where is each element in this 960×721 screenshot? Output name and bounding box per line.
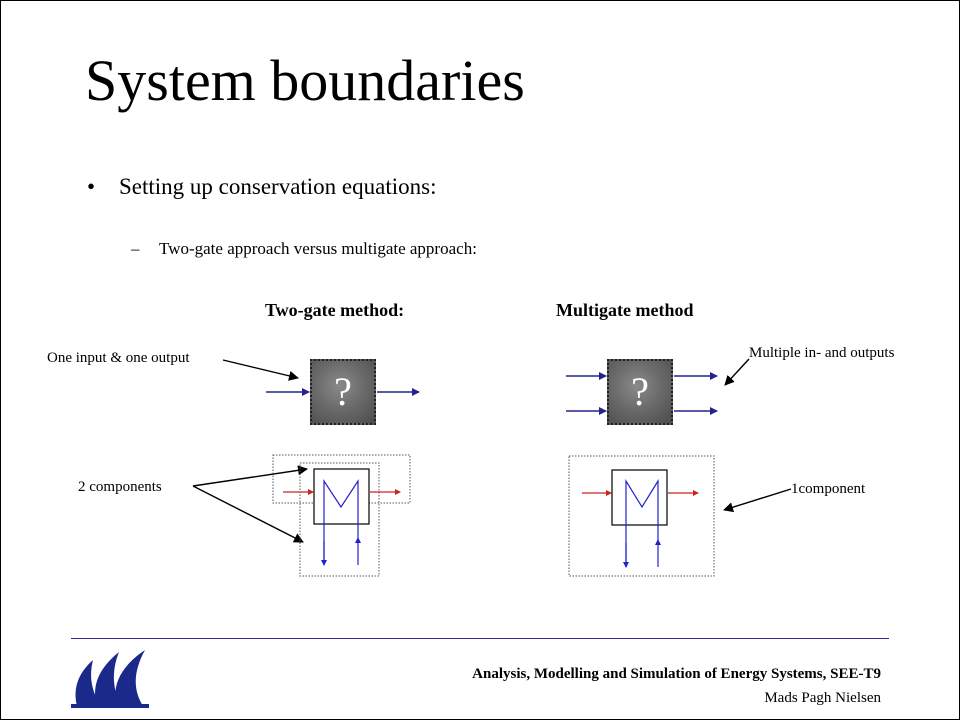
multigate-heading: Multigate method: [556, 300, 694, 320]
two-gate-heading: Two-gate method:: [265, 300, 405, 320]
multigate-components-label: 1component: [791, 481, 866, 497]
component-callout-arrow: [723, 488, 792, 513]
two-gate-exchanger-path: [323, 478, 359, 565]
sub-bullet-item: –Two-gate approach versus multigate appr…: [131, 237, 477, 261]
bullet-item: • Setting up conservation equations:: [87, 171, 436, 203]
bullet-text: Setting up conservation equations:: [119, 174, 437, 199]
sub-bullet-text: Two-gate approach versus multigate appro…: [159, 239, 477, 258]
two-gate-black-box: ?: [310, 359, 376, 425]
page-title: System boundaries: [85, 48, 525, 113]
two-gate-components-label: 2 components: [78, 479, 162, 495]
multigate-heat-exchanger: [611, 469, 668, 526]
two-gate-boundary-cold: [299, 462, 380, 577]
multigate-io-label: Multiple in- and outputs: [749, 345, 895, 361]
io-callout-arrow: [222, 359, 299, 381]
components-callout-arrow-2: [192, 485, 304, 543]
multi-io-callout-arrow: [724, 358, 750, 386]
multigate-black-box: ?: [607, 359, 673, 425]
multigate-exchanger-path: [625, 478, 659, 567]
components-callout-arrow-1: [192, 465, 308, 487]
footer-course-title: Analysis, Modelling and Simulation of En…: [472, 666, 881, 682]
footer-author: Mads Pagh Nielsen: [764, 690, 881, 706]
multigate-boundary: [568, 455, 715, 577]
bullet-marker: •: [87, 174, 96, 199]
two-gate-io-label: One input & one output: [47, 350, 190, 366]
sub-bullet-marker: –: [131, 239, 140, 258]
footer-divider: [71, 638, 889, 639]
university-wave-logo-icon: [71, 650, 149, 708]
two-gate-heat-exchanger: [313, 468, 370, 525]
